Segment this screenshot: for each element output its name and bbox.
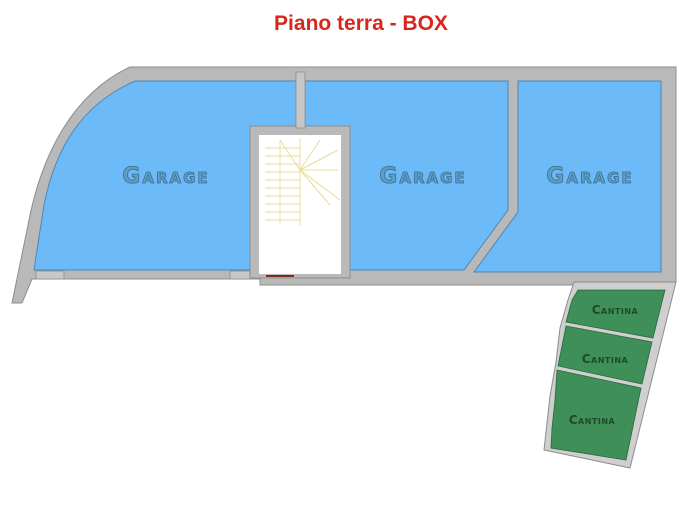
- cantina-2-label: Cantina: [582, 352, 629, 366]
- staircase-icon: [265, 138, 341, 225]
- floor-plan-title: Piano terra - BOX: [274, 12, 448, 35]
- cantina-2-area: [557, 325, 653, 385]
- garage-2-label: Garage: [379, 164, 466, 189]
- cantina-1-label: Cantina: [592, 303, 639, 317]
- cantina-1-area: [565, 289, 666, 339]
- garage-3-area: [473, 80, 662, 273]
- garage-1-label: Garage: [122, 164, 209, 189]
- cantina-3-area: [550, 369, 642, 461]
- garage-3-label: Garage: [546, 164, 633, 189]
- cantina-3-label: Cantina: [569, 413, 616, 427]
